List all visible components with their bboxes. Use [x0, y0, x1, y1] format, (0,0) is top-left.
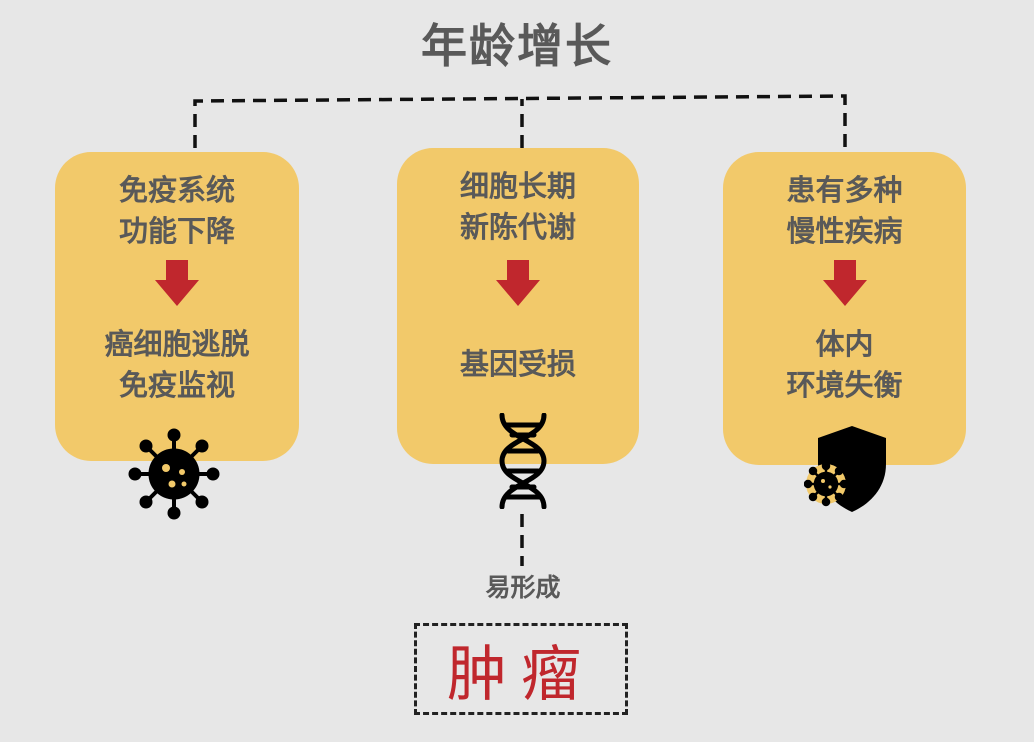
factor-cause-line: 新陈代谢: [459, 210, 576, 244]
down-arrow-icon: [155, 260, 199, 306]
factor-box-metabolism: 细胞长期 新陈代谢 基因受损: [397, 148, 639, 464]
factor-cause-line: 慢性疾病: [786, 214, 903, 248]
factor-effect-line: 免疫监视: [118, 368, 235, 402]
result-text: 肿瘤: [447, 639, 595, 710]
down-arrow-icon: [496, 260, 540, 306]
shield-virus-icon: [804, 426, 886, 512]
factor-cause-line: 细胞长期: [459, 169, 576, 203]
factor-box-immune: 免疫系统 功能下降 癌细胞逃脱 免疫监视: [55, 152, 299, 461]
top-dashed-bracket: [193, 94, 847, 148]
dna-icon: [499, 413, 547, 509]
factor-effect-line: 癌细胞逃脱: [104, 327, 250, 361]
factor-effect-line: 体内: [815, 327, 874, 361]
page-title: 年龄增长: [421, 19, 613, 73]
result-box: 肿瘤: [414, 623, 628, 715]
down-arrow-icon: [822, 260, 867, 306]
factor-cause-line: 功能下降: [118, 214, 235, 248]
leads-to-label: 易形成: [485, 573, 561, 602]
factor-box-chronic-disease: 患有多种 慢性疾病 体内 环境失衡: [723, 152, 966, 465]
factor-cause-line: 免疫系统: [118, 173, 235, 207]
factor-effect-line: 环境失衡: [786, 368, 903, 402]
factor-cause-line: 患有多种: [786, 173, 903, 207]
virus-icon: [128, 428, 220, 520]
factor-effect-line: 基因受损: [459, 347, 576, 381]
